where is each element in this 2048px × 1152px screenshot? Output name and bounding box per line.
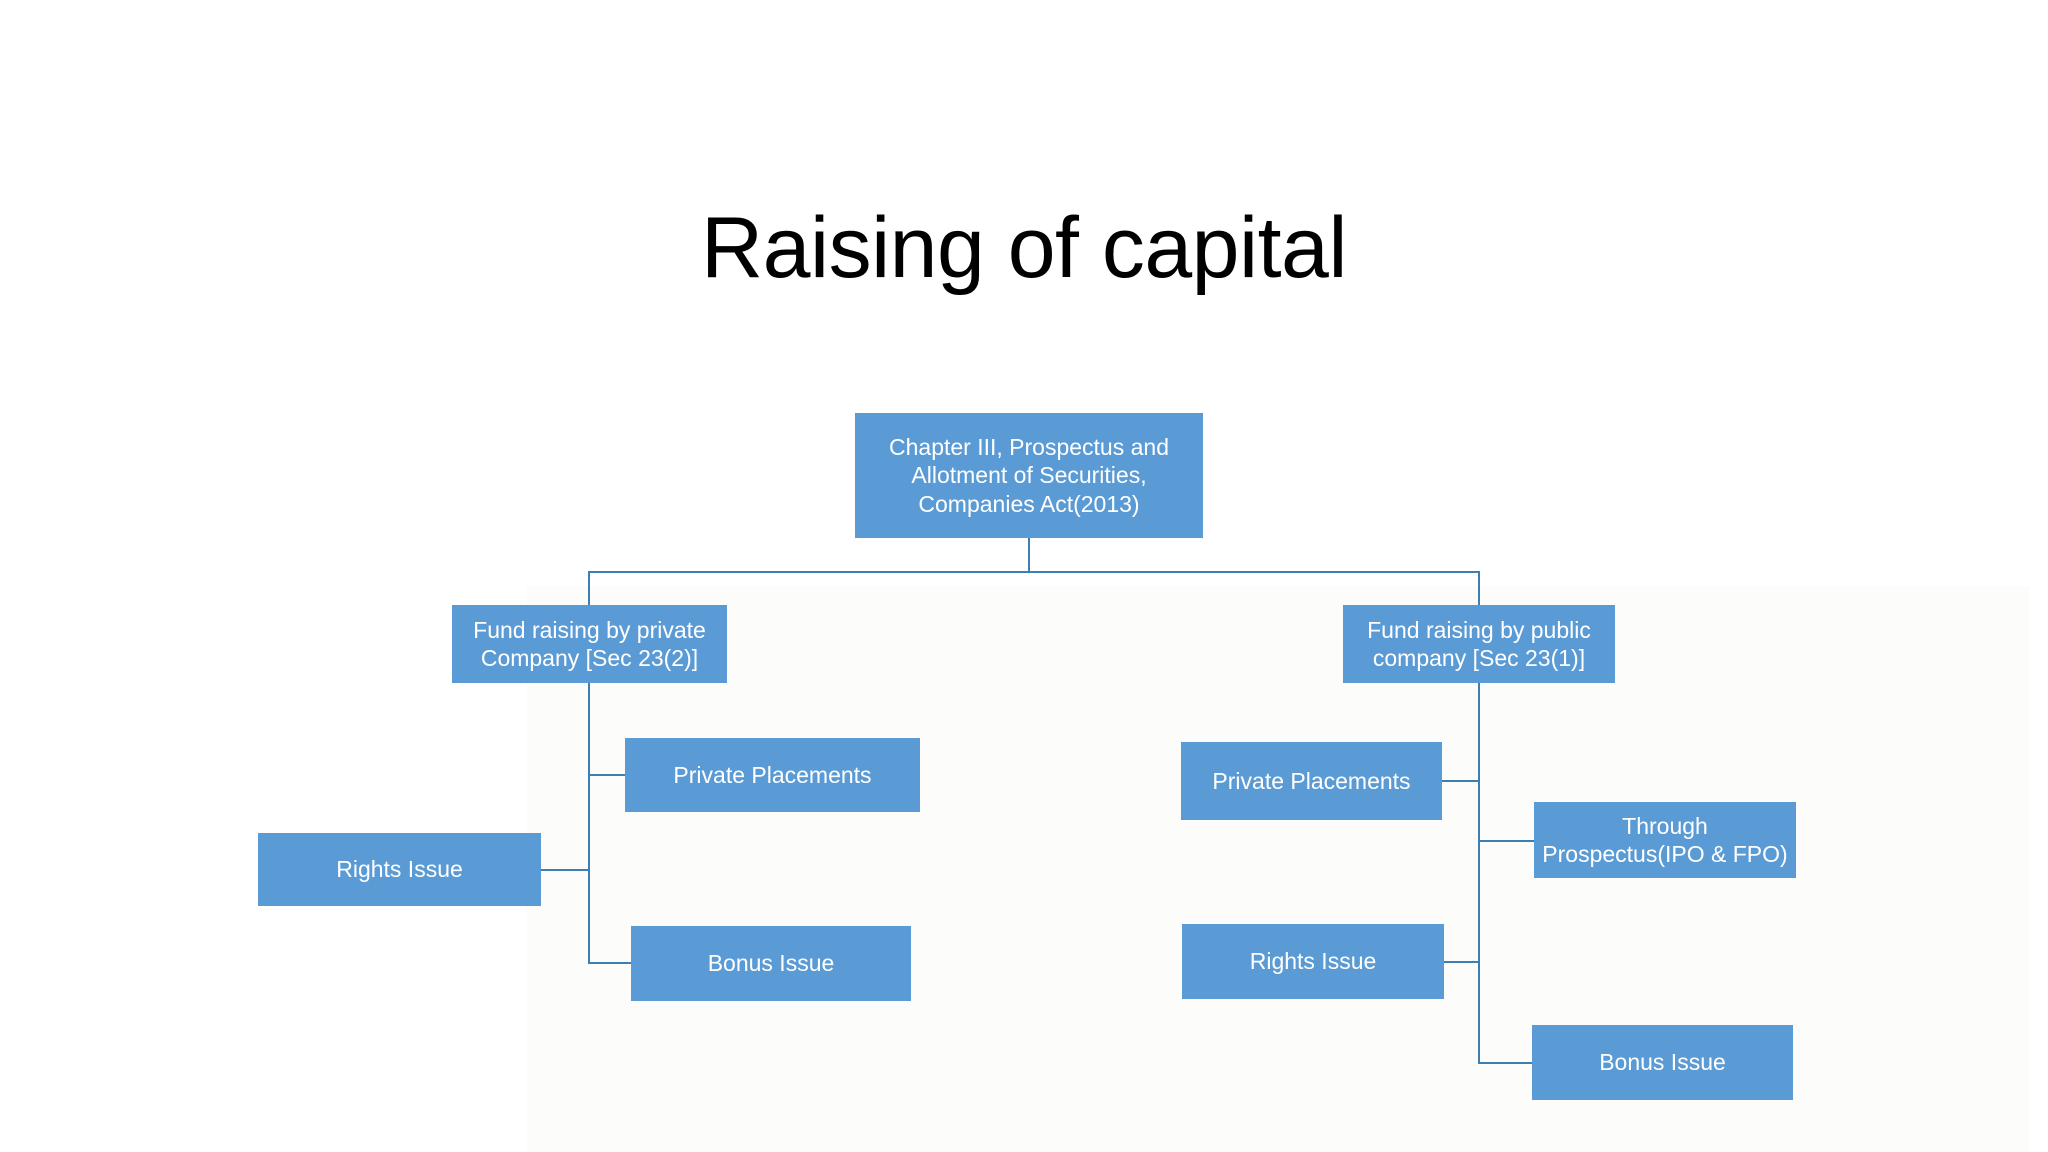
node-root-chapter-iii[interactable]: Chapter III, Prospectus and Allotment of… [855, 413, 1203, 538]
node-fund-raising-private-company[interactable]: Fund raising by private Company [Sec 23(… [452, 605, 727, 683]
connector-public-to-private-placements [1442, 780, 1480, 782]
node-bonus-issue-right-label: Bonus Issue [1599, 1049, 1726, 1076]
connector-to-public-branch [1478, 571, 1480, 606]
node-private-placements-right-label: Private Placements [1212, 767, 1411, 794]
connector-public-to-through-prospectus [1478, 840, 1535, 842]
node-private-label: Fund raising by private Company [Sec 23(… [473, 616, 706, 671]
connector-public-spine [1478, 683, 1480, 1063]
node-rights-issue-left[interactable]: Rights Issue [258, 833, 541, 906]
node-private-placements-left-label: Private Placements [673, 761, 872, 788]
node-rights-issue-left-label: Rights Issue [336, 856, 463, 883]
node-bonus-issue-right[interactable]: Bonus Issue [1532, 1025, 1793, 1100]
node-rights-issue-right-label: Rights Issue [1249, 948, 1377, 975]
connector-private-to-bonus-issue [588, 962, 632, 964]
node-private-placements-right[interactable]: Private Placements [1181, 742, 1442, 820]
connector-public-to-rights-issue [1443, 961, 1480, 963]
node-bonus-issue-left-label: Bonus Issue [707, 950, 835, 977]
connector-private-spine [588, 683, 590, 963]
page-title: Raising of capital [0, 203, 2048, 293]
connector-private-to-rights-issue [541, 869, 589, 871]
connector-root-bus [588, 571, 1480, 573]
connector-to-private-branch [588, 571, 590, 606]
connector-root-stem [1028, 538, 1030, 572]
connector-private-to-private-placements [588, 774, 626, 776]
node-rights-issue-right[interactable]: Rights Issue [1182, 924, 1444, 999]
node-private-placements-left[interactable]: Private Placements [625, 738, 920, 812]
node-bonus-issue-left[interactable]: Bonus Issue [631, 926, 911, 1001]
node-through-prospectus[interactable]: Through Prospectus(IPO & FPO) [1534, 802, 1796, 878]
node-through-prospectus-label: Through Prospectus(IPO & FPO) [1542, 812, 1788, 867]
node-fund-raising-public-company[interactable]: Fund raising by public company [Sec 23(1… [1343, 605, 1615, 683]
connector-public-to-bonus-issue [1478, 1062, 1534, 1064]
slide-title-text: Raising of capital [701, 200, 1347, 296]
node-public-label: Fund raising by public company [Sec 23(1… [1367, 616, 1591, 671]
smartart-background-panel [527, 586, 2029, 1152]
node-root-label: Chapter III, Prospectus and Allotment of… [889, 434, 1169, 517]
